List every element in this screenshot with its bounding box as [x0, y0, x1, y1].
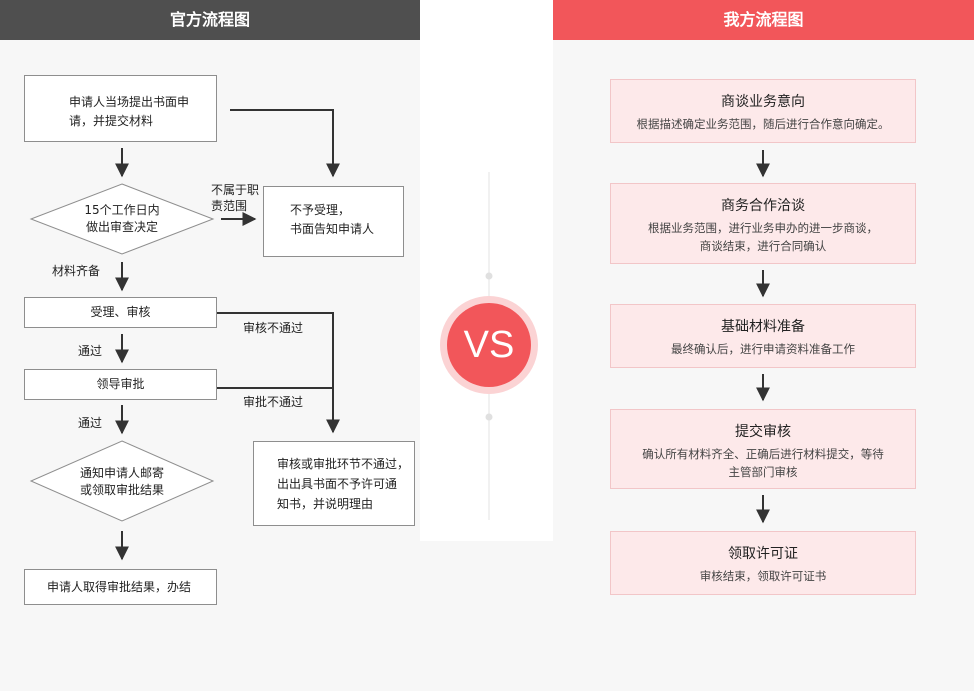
deny-line1: 审核或审批环节不通过，: [277, 457, 410, 471]
decision-line2: 做出审查决定: [85, 220, 158, 234]
accept-review-box: 受理、审核: [24, 297, 217, 328]
materials-complete-label: 材料齐备: [52, 264, 101, 278]
final-step-box: 申请人取得审批结果，办结: [24, 569, 217, 605]
our-step-4-desc-line2: 主管部门审核: [728, 465, 798, 479]
center-dot-top: [485, 272, 493, 280]
not-in-scope-label: 不属于职 责范围: [211, 182, 259, 214]
center-dot-bottom: [485, 413, 493, 421]
our-step-1-desc: 根据描述确定业务范围，随后进行合作意向确定。: [636, 117, 890, 131]
reject-line1: 不予受理，: [290, 203, 351, 217]
apply-step-box: 申请人当场提出书面申 请，并提交材料: [24, 75, 217, 142]
our-step-2: 商务合作洽谈 根据业务范围，进行业务申办的进一步商谈， 商谈结束，进行合同确认: [610, 183, 916, 264]
our-step-4-desc-line1: 确认所有材料齐全、正确后进行材料提交，等待: [642, 447, 884, 461]
review-failed-label: 审核不通过: [243, 321, 304, 335]
arrow-apply-to-reject: [230, 109, 340, 178]
our-step-4-desc: 确认所有材料齐全、正确后进行材料提交，等待 主管部门审核: [611, 445, 915, 481]
apply-step-line2: 请，并提交材料: [69, 114, 154, 128]
accept-review-label: 受理、审核: [90, 305, 151, 319]
deny-line2: 出出具书面不予许可通: [277, 477, 398, 491]
arrow-review-failed: [217, 312, 340, 434]
approval-failed-label: 审批不通过: [243, 395, 304, 409]
decision-line1: 15个工作日内: [84, 203, 160, 217]
official-flow-header: 官方流程图: [0, 0, 420, 40]
deny-box: 审核或审批环节不通过， 出出具书面不予许可通 知书，并说明理由: [253, 441, 415, 526]
notify-diamond: [29, 440, 215, 522]
our-step-2-desc-line1: 根据业务范围，进行业务申办的进一步商谈，: [648, 221, 878, 235]
our-step-2-desc: 根据业务范围，进行业务申办的进一步商谈， 商谈结束，进行合同确认: [611, 219, 915, 255]
our-step-5-title: 领取许可证: [728, 546, 798, 562]
apply-step-line1: 申请人当场提出书面申: [69, 95, 190, 109]
passed-label-2: 通过: [78, 416, 103, 430]
leader-approval-box: 领导审批: [24, 369, 217, 400]
deny-line3: 知书，并说明理由: [277, 497, 374, 511]
our-step-5-desc: 审核结束，领取许可证书: [699, 569, 827, 583]
final-step-label: 申请人取得审批结果，办结: [47, 580, 192, 594]
decision-label: 15个工作日内 做出审查决定: [52, 202, 192, 236]
notify-line2: 或领取审批结果: [79, 483, 164, 497]
not-in-scope-line1: 不属于职: [211, 183, 260, 197]
passed-label-1: 通过: [78, 344, 103, 358]
our-step-3-desc: 最终确认后，进行申请资料准备工作: [671, 342, 855, 356]
our-step-2-desc-line2: 商谈结束，进行合同确认: [699, 239, 827, 253]
reject-box: 不予受理， 书面告知申请人: [263, 186, 404, 257]
notify-line1: 通知申请人邮寄: [79, 466, 164, 480]
our-step-4: 提交审核 确认所有材料齐全、正确后进行材料提交，等待 主管部门审核: [610, 409, 916, 489]
reject-line2: 书面告知申请人: [290, 222, 375, 236]
vs-badge: VS: [447, 303, 531, 387]
leader-approval-label: 领导审批: [96, 377, 145, 391]
our-step-5: 领取许可证 审核结束，领取许可证书: [610, 531, 916, 595]
our-step-4-title: 提交审核: [735, 424, 791, 440]
our-step-1: 商谈业务意向 根据描述确定业务范围，随后进行合作意向确定。: [610, 79, 916, 143]
our-step-1-title: 商谈业务意向: [721, 94, 805, 110]
our-step-3-title: 基础材料准备: [721, 319, 805, 335]
our-flow-header: 我方流程图: [553, 0, 974, 40]
decision-diamond: [29, 183, 215, 255]
our-step-3: 基础材料准备 最终确认后，进行申请资料准备工作: [610, 304, 916, 368]
notify-label: 通知申请人邮寄 或领取审批结果: [52, 465, 192, 499]
not-in-scope-line2: 责范围: [211, 199, 248, 213]
our-step-2-title: 商务合作洽谈: [721, 198, 805, 214]
